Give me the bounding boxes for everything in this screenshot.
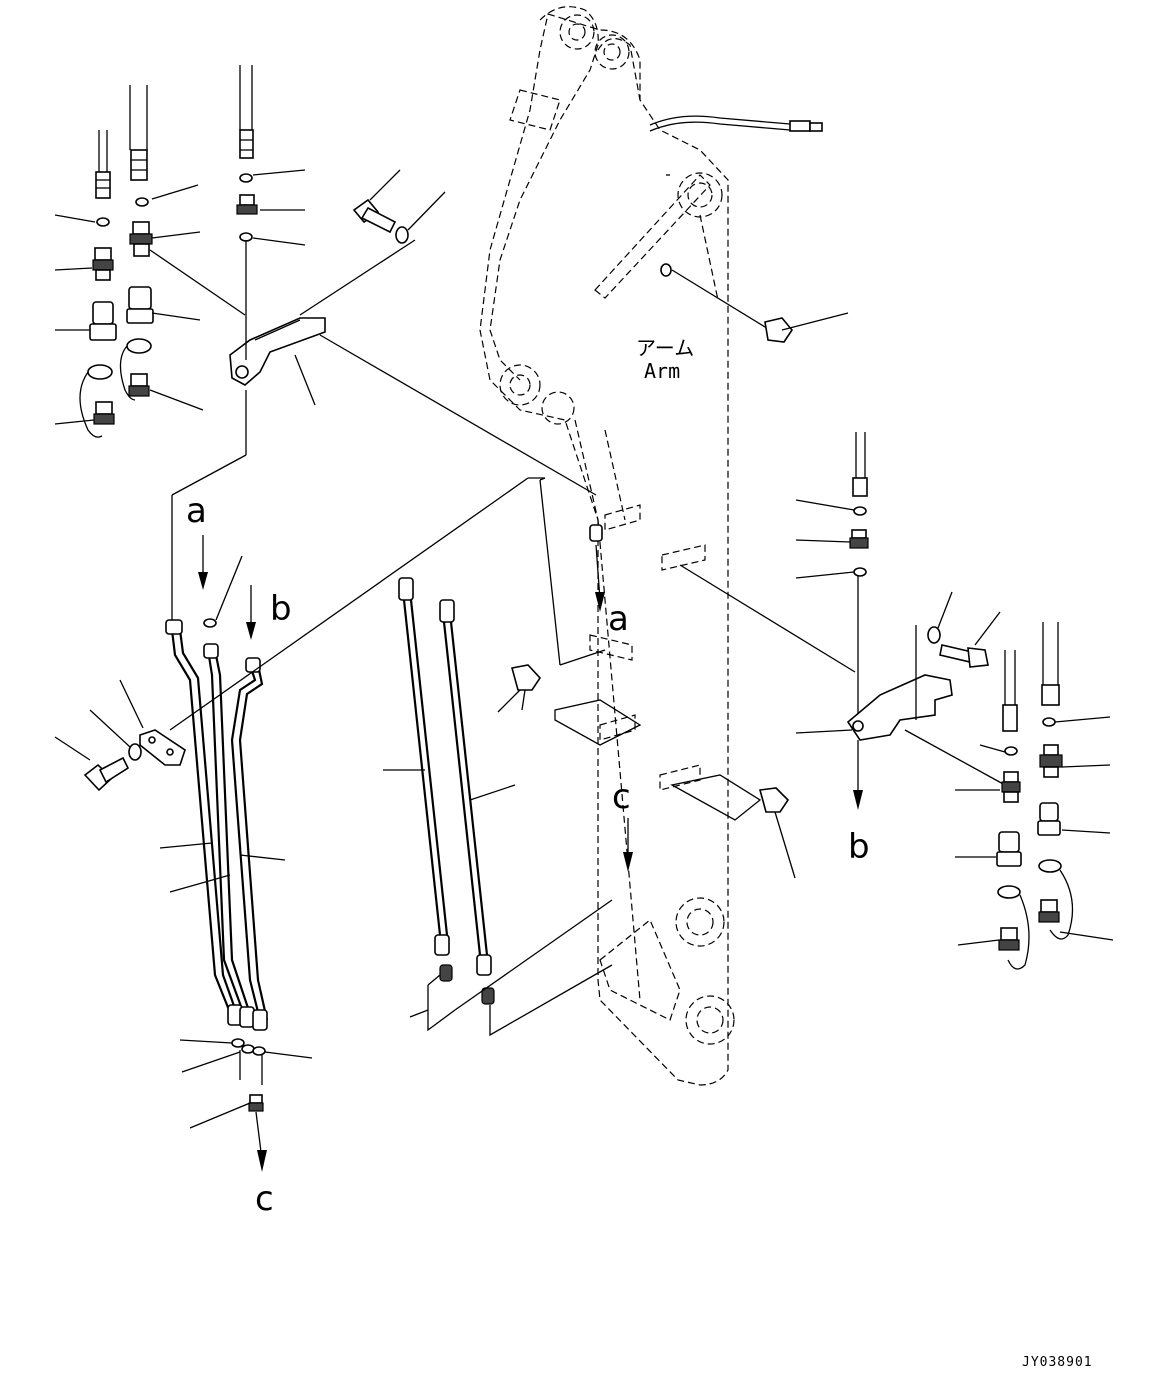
ref-mark-a: a: [186, 491, 207, 531]
ref-mark-a-arm: a: [608, 599, 629, 639]
arrow-down-icon: [246, 622, 256, 640]
hose-fitting-icon: [236, 194, 258, 215]
bolt-icon: [510, 664, 542, 711]
ref-mark-c-arm: c: [612, 777, 631, 817]
hose-fitting-icon: [92, 247, 114, 281]
hose-fitting-icon: [129, 221, 153, 257]
hose-fitting-icon: [849, 529, 869, 549]
o-ring-icon: [231, 1038, 245, 1048]
o-ring-icon: [252, 1046, 266, 1056]
cap-icon: [997, 885, 1030, 970]
left-tube-assembly: a b: [54, 477, 545, 1219]
o-ring-icon: [853, 567, 867, 577]
bolt-icon: [83, 756, 130, 792]
arm-fittings: a c: [497, 174, 856, 879]
right-parts: b: [795, 432, 1114, 970]
arrow-down-icon: [595, 592, 605, 612]
hose-fitting-icon: [1001, 771, 1021, 803]
o-ring-icon: [96, 217, 110, 227]
plug-icon: [996, 831, 1022, 867]
hose-fitting-icon: [95, 130, 111, 199]
o-ring-icon: [1042, 717, 1056, 727]
washer-icon: [395, 226, 409, 244]
hose-fitting-icon: [1041, 622, 1060, 706]
arrow-down-icon: [853, 790, 863, 810]
bolt-icon: [352, 198, 397, 234]
arm-label-en: Arm: [644, 359, 680, 383]
arm-top-hose: [649, 115, 823, 132]
plug-icon: [1037, 802, 1061, 836]
plug-icon: [126, 286, 154, 324]
arm-outline: [479, 6, 735, 1086]
o-ring-icon: [1004, 746, 1018, 756]
arrow-down-icon: [623, 852, 633, 872]
o-ring-icon: [135, 197, 149, 207]
ref-mark-b-right: b: [848, 827, 870, 867]
bolt-icon: [758, 787, 796, 879]
washer-icon: [927, 626, 941, 644]
cap-icon: [1038, 859, 1074, 940]
hose-fitting-icon: [248, 1094, 264, 1112]
plug-icon: [89, 301, 117, 341]
o-ring-icon: [239, 232, 253, 242]
cap-icon: [79, 364, 115, 438]
hose-fitting-icon: [129, 85, 148, 181]
drawing-code: JY038901: [1022, 1355, 1093, 1370]
arrow-down-icon: [198, 572, 208, 590]
hose-fitting-icon: [1039, 744, 1063, 778]
arm-label-jp: アーム: [636, 336, 694, 360]
cap-icon: [119, 338, 152, 401]
clamp-bracket-icon: [846, 625, 953, 741]
washer-icon: [128, 743, 142, 761]
clamp-bracket-icon: [139, 729, 186, 766]
bolt-icon: [939, 644, 989, 668]
hose-fitting-icon: [239, 65, 254, 159]
hose-fitting-icon: [1002, 650, 1018, 732]
o-ring-icon: [239, 173, 253, 183]
center-hoses: [383, 577, 613, 1037]
arrow-down-icon: [257, 1150, 267, 1172]
clamp-bracket-icon: [229, 317, 326, 386]
ref-mark-c-bottom: c: [255, 1179, 274, 1219]
o-ring-icon: [241, 1044, 255, 1054]
o-ring-icon: [853, 506, 867, 516]
o-ring-icon: [203, 618, 217, 628]
hose-fitting-icon: [852, 432, 868, 497]
top-left-parts: [54, 65, 597, 622]
ref-mark-b: b: [270, 589, 292, 629]
